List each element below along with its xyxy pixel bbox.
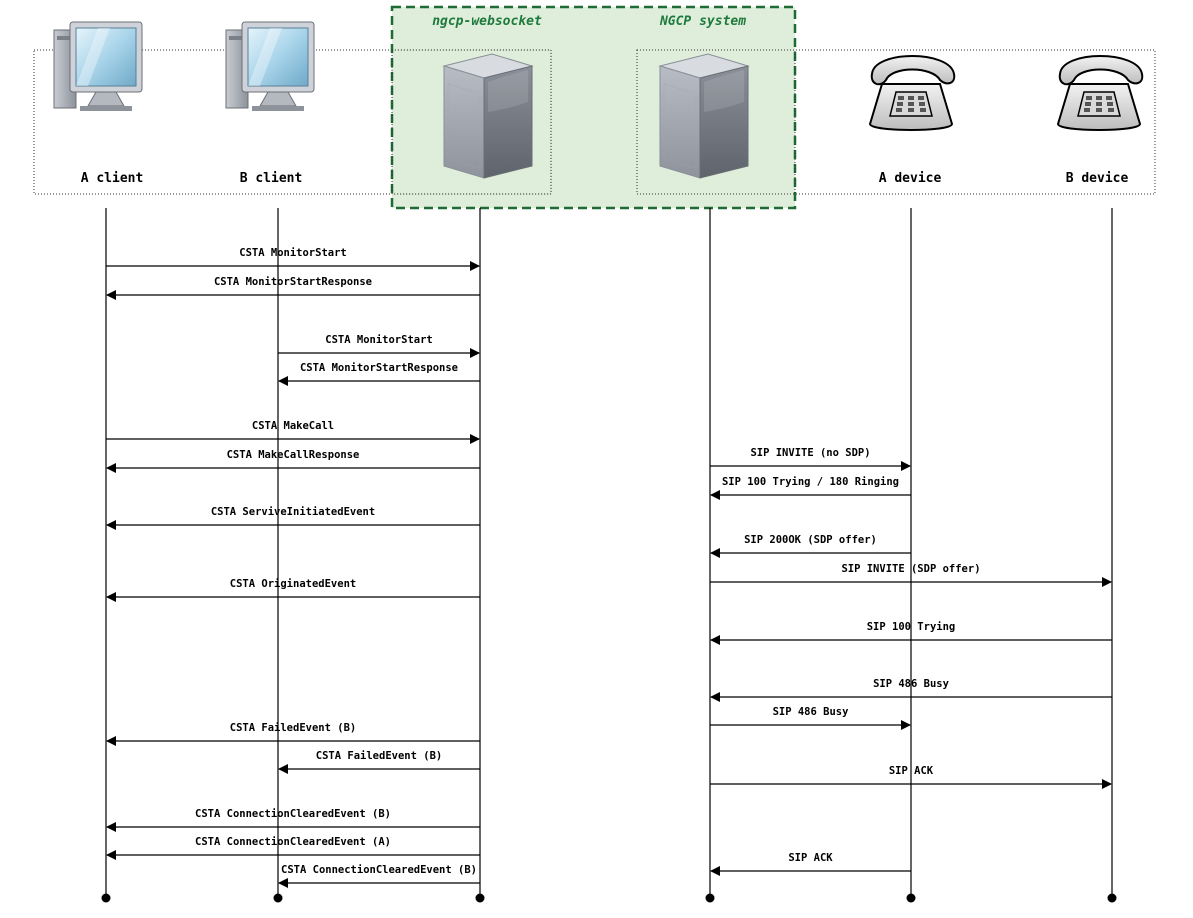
- message: CSTA MonitorStart: [106, 247, 480, 271]
- websocket-group-label: ngcp-websocket: [432, 14, 542, 29]
- server-icon: [659, 53, 749, 179]
- message: CSTA MonitorStart: [278, 334, 480, 358]
- message: CSTA MakeCallResponse: [106, 449, 480, 473]
- message-label: CSTA MakeCallResponse: [227, 449, 360, 461]
- message: SIP ACK: [710, 852, 911, 876]
- message: CSTA ConnectionClearedEvent (B): [278, 864, 480, 888]
- message-label: SIP INVITE (SDP offer): [841, 563, 980, 575]
- ngcp-group-label: NGCP system: [659, 14, 746, 29]
- message: CSTA ServiveInitiatedEvent: [106, 506, 480, 530]
- lifeline-end-a-device: [906, 893, 916, 903]
- message: CSTA MonitorStartResponse: [106, 276, 480, 300]
- message-label: SIP 100 Trying / 180 Ringing: [722, 476, 899, 488]
- message-label: SIP ACK: [788, 852, 833, 864]
- actor-label-a-device: A device: [879, 171, 942, 186]
- message-label: CSTA MonitorStartResponse: [214, 276, 372, 288]
- actor-label-b-client: B client: [240, 171, 303, 186]
- message-label: CSTA FailedEvent (B): [230, 722, 356, 734]
- message-label: SIP 100 Trying: [867, 621, 956, 633]
- lifeline-end-ngcp: [705, 893, 715, 903]
- message-label: SIP ACK: [889, 765, 934, 777]
- lifeline-end-a-client: [101, 893, 111, 903]
- lifeline-end-b-client: [273, 893, 283, 903]
- lifeline-end-websocket: [475, 893, 485, 903]
- actor-label-a-client: A client: [81, 171, 144, 186]
- actor-label-b-device: B device: [1066, 171, 1129, 186]
- desktop-computer-icon: [225, 21, 315, 112]
- message-label: CSTA ConnectionClearedEvent (B): [195, 808, 391, 820]
- message: SIP 486 Busy: [710, 706, 911, 730]
- message: SIP 200OK (SDP offer): [710, 534, 911, 558]
- desk-phone-icon: [869, 55, 956, 131]
- message: SIP INVITE (no SDP): [710, 447, 911, 471]
- desk-phone-icon: [1057, 55, 1144, 131]
- message-label: SIP 200OK (SDP offer): [744, 534, 877, 546]
- message-label: CSTA ServiveInitiatedEvent: [211, 506, 375, 518]
- message: CSTA ConnectionClearedEvent (A): [106, 836, 480, 860]
- message: CSTA MonitorStartResponse: [278, 362, 480, 386]
- message-label: CSTA ConnectionClearedEvent (B): [281, 864, 477, 876]
- message-label: CSTA MonitorStartResponse: [300, 362, 458, 374]
- message: CSTA FailedEvent (B): [106, 722, 480, 746]
- message-label: CSTA OriginatedEvent: [230, 578, 356, 590]
- message: CSTA FailedEvent (B): [278, 750, 480, 774]
- server-icon: [443, 53, 533, 179]
- message-label: CSTA FailedEvent (B): [316, 750, 442, 762]
- message-label: CSTA MakeCall: [252, 420, 334, 432]
- desktop-computer-icon: [53, 21, 143, 112]
- message: SIP 486 Busy: [710, 678, 1112, 702]
- message-label: SIP 486 Busy: [773, 706, 850, 718]
- message-label: SIP INVITE (no SDP): [750, 447, 870, 459]
- message: CSTA ConnectionClearedEvent (B): [106, 808, 480, 832]
- message: SIP ACK: [710, 765, 1112, 789]
- message-label: SIP 486 Busy: [873, 678, 950, 690]
- message: SIP 100 Trying: [710, 621, 1112, 645]
- message: SIP INVITE (SDP offer): [710, 563, 1112, 587]
- message-label: CSTA MonitorStart: [239, 247, 346, 259]
- message: CSTA MakeCall: [106, 420, 480, 444]
- message: SIP 100 Trying / 180 Ringing: [710, 476, 911, 500]
- message: CSTA OriginatedEvent: [106, 578, 480, 602]
- lifeline-end-b-device: [1107, 893, 1117, 903]
- message-label: CSTA MonitorStart: [325, 334, 432, 346]
- message-label: CSTA ConnectionClearedEvent (A): [195, 836, 391, 848]
